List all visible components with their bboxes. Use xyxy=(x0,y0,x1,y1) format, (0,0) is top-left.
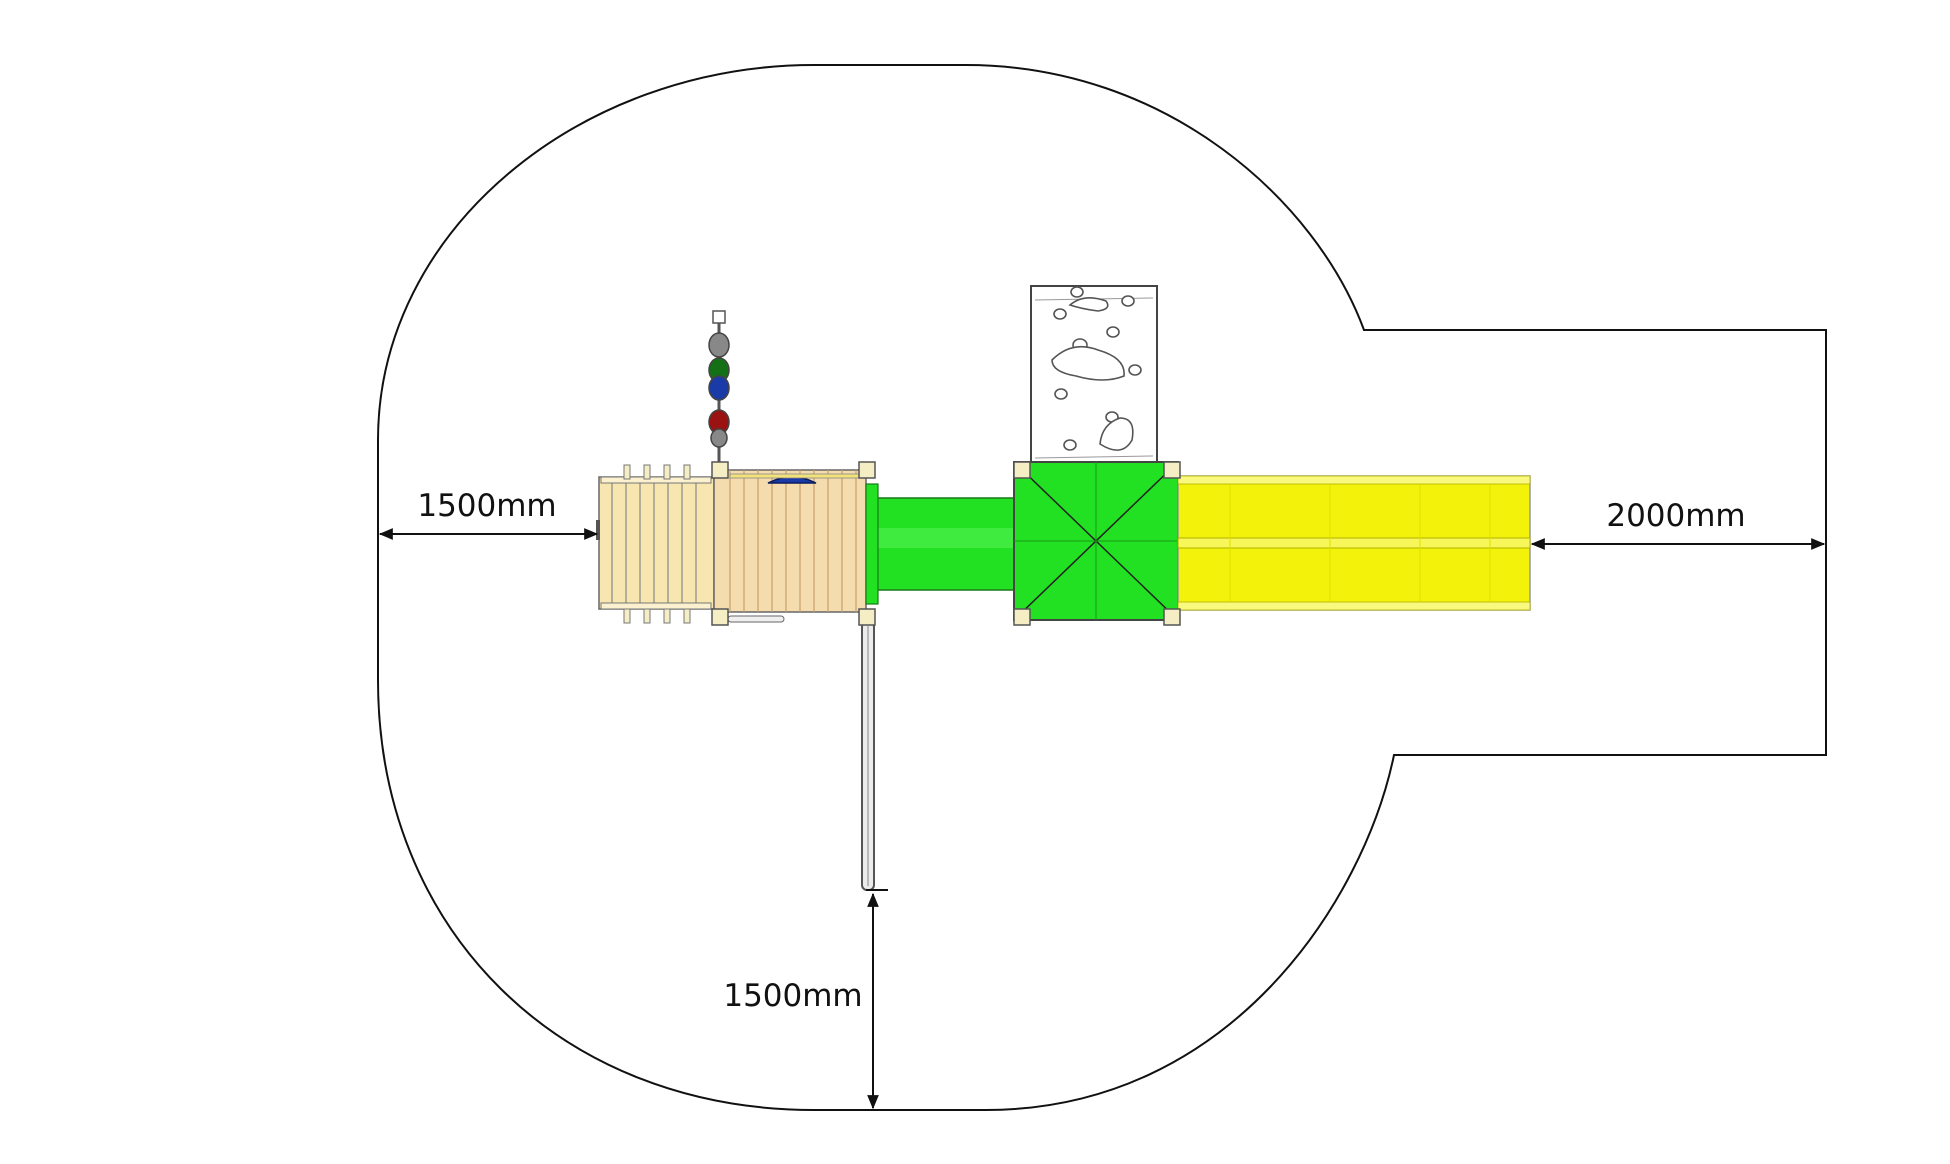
dimension-right-clearance: 2000mm xyxy=(1530,498,1826,550)
wooden-platform xyxy=(596,464,715,624)
grip-handle-icon xyxy=(708,332,730,448)
dimension-label-left: 1500mm xyxy=(417,488,556,524)
dimension-label-bottom: 1500mm xyxy=(723,978,862,1014)
green-deck-tower xyxy=(1013,461,1179,621)
handle-panel xyxy=(708,310,730,470)
panel-platform xyxy=(713,469,875,623)
safety-zone-outline xyxy=(377,64,1827,1111)
post-caps xyxy=(711,461,1181,626)
dimension-label-right: 2000mm xyxy=(1606,498,1745,534)
fireman-pole xyxy=(861,621,888,891)
green-tunnel xyxy=(865,483,1015,605)
dimension-bottom-clearance: 1500mm xyxy=(723,892,879,1110)
climbing-hold-icon xyxy=(1051,286,1142,451)
dimension-left-clearance: 1500mm xyxy=(378,488,599,540)
double-yellow-slide xyxy=(1177,475,1531,611)
climbing-wall xyxy=(1030,285,1158,463)
